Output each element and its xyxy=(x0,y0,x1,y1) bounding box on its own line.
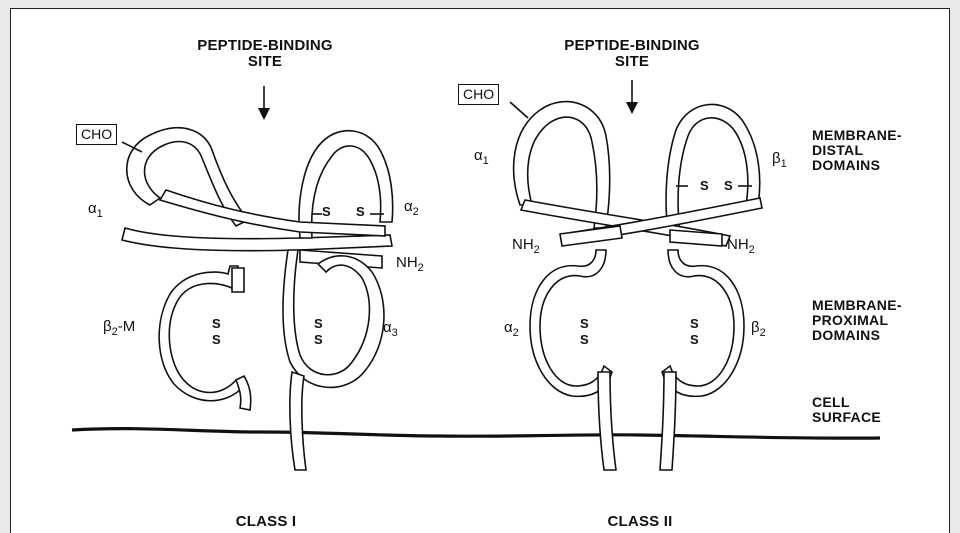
class2-cho-pointer xyxy=(510,102,528,118)
class1-b2m-tail xyxy=(236,376,251,410)
class2-peptide-line2: SITE xyxy=(543,54,721,70)
class2-beta2-label: β2 xyxy=(751,319,766,336)
proximal-line2: PROXIMAL xyxy=(812,313,902,328)
class1-peptide-line2: SITE xyxy=(176,54,354,70)
class1-ss-a3-b: S xyxy=(314,334,323,346)
class2-alpha1-label: α1 xyxy=(474,147,489,164)
class1-ss-b2m-b: S xyxy=(212,334,221,346)
class1-alpha3-stalk xyxy=(290,372,306,470)
class2-peptide-site-label: PEPTIDE-BINDING SITE xyxy=(543,38,721,70)
class1-alpha1-label: α1 xyxy=(88,200,103,217)
surface-line2: SURFACE xyxy=(812,410,881,425)
proximal-line3: DOMAINS xyxy=(812,328,902,343)
class1-ss-a3-a: S xyxy=(314,318,323,330)
proximal-domains-label: MEMBRANE- PROXIMAL DOMAINS xyxy=(812,298,902,343)
class2-nh2-left-label: NH2 xyxy=(512,236,540,253)
class1-peptide-line1: PEPTIDE-BINDING xyxy=(176,38,354,54)
class1-peptide-site-label: PEPTIDE-BINDING SITE xyxy=(176,38,354,70)
surface-line1: CELL xyxy=(812,395,881,410)
class1-ss-distal-a: S xyxy=(322,206,331,218)
cell-surface-line xyxy=(72,429,880,439)
class2-peptide-line1: PEPTIDE-BINDING xyxy=(543,38,721,54)
class2-caption: CLASS II xyxy=(570,514,710,530)
class1-arrowhead xyxy=(258,108,270,120)
class2-ss-b2-b: S xyxy=(690,334,699,346)
class2-arrowhead xyxy=(626,102,638,114)
cell-surface-label: CELL SURFACE xyxy=(812,395,881,425)
class2-nh2-right-label: NH2 xyxy=(727,236,755,253)
distal-domains-label: MEMBRANE- DISTAL DOMAINS xyxy=(812,128,902,173)
class1-alpha3-loop xyxy=(283,250,384,387)
class1-alpha2-label: α2 xyxy=(404,198,419,215)
distal-line1: MEMBRANE- xyxy=(812,128,902,143)
class2-ss-a2-a: S xyxy=(580,318,589,330)
class1-b2m-top xyxy=(232,268,244,292)
class2-beta1-label: β1 xyxy=(772,150,787,167)
class2-beta2-stalk xyxy=(660,372,676,470)
class1-cho-box: CHO xyxy=(76,124,117,145)
class2-alpha2-stalk xyxy=(598,372,616,470)
class2-ss-b2-a: S xyxy=(690,318,699,330)
class1-ss-b2m-a: S xyxy=(212,318,221,330)
class2-ss-distal-b: S xyxy=(724,180,733,192)
class2-ss-a2-b: S xyxy=(580,334,589,346)
distal-line2: DISTAL xyxy=(812,143,902,158)
class1-ss-distal-b: S xyxy=(356,206,365,218)
class2-cho-box: CHO xyxy=(458,84,499,105)
class1-alpha3-label: α3 xyxy=(383,319,398,336)
class2-alpha2-label: α2 xyxy=(504,319,519,336)
class1-crossing-strand xyxy=(160,190,385,236)
distal-line3: DOMAINS xyxy=(812,158,902,173)
class1-caption: CLASS I xyxy=(196,514,336,530)
class2-ss-distal-a: S xyxy=(700,180,709,192)
proximal-line1: MEMBRANE- xyxy=(812,298,902,313)
class1-beta2m-label: β2-M xyxy=(103,318,135,335)
class1-nh2-label: NH2 xyxy=(396,254,424,271)
